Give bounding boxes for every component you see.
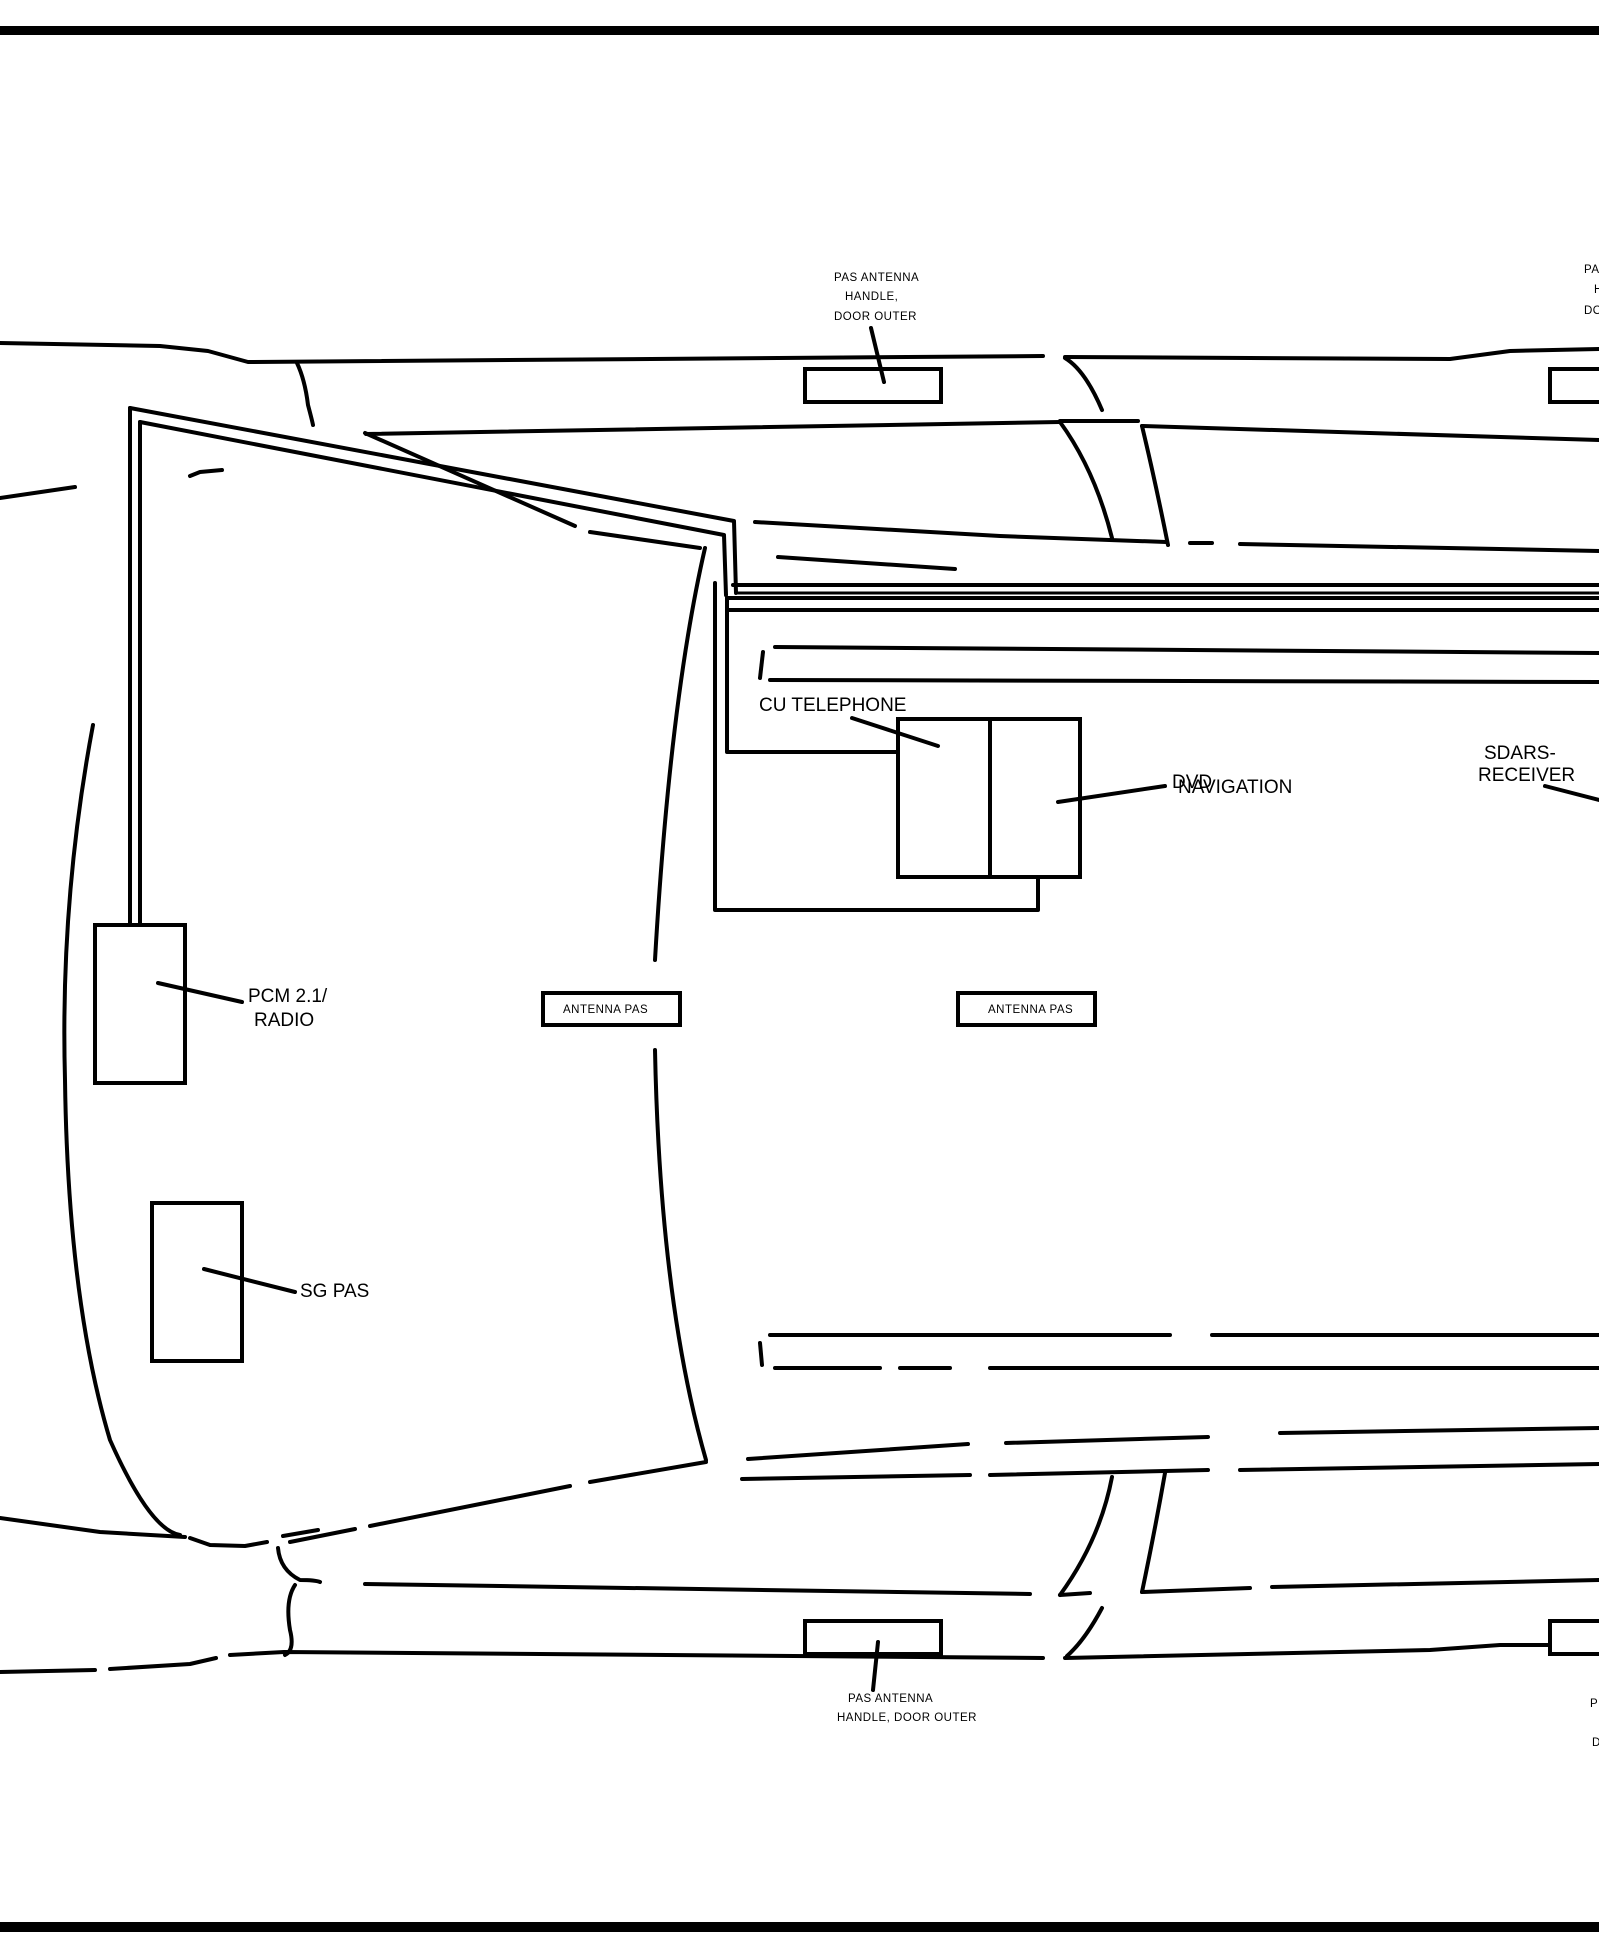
antenna-cable [128,406,1599,927]
pcm-radio-label-line2: RADIO [254,1010,314,1031]
antenna-pas-left-box [541,991,682,1027]
sdars-receiver-label-line2: RECEIVER [1478,765,1575,786]
sdars-receiver-label-line1: SDARS- [1484,743,1556,764]
cu-telephone-box [896,717,992,879]
top-handle-label-line3: DOOR OUTER [834,311,917,323]
bottom-handle-label-line1: PAS ANTENNA [848,1693,933,1705]
cu-telephone-label: CU TELEPHONE [759,695,906,716]
antenna-pas-left-label: ANTENNA PAS [563,1004,648,1016]
antenna-pas-right-box [956,991,1097,1027]
door-handle-antenna-bottom-right-box [1548,1619,1599,1656]
dvd-label: DVD [1172,772,1212,793]
antenna-pas-right-label: ANTENNA PAS [988,1004,1073,1016]
navigation-label: NAVIGATION [1178,777,1292,798]
bottom-right-handle-label-line1: P [1590,1698,1598,1710]
vehicle-outline [0,341,1599,1674]
top-handle-label-line2: HANDLE, [845,291,898,303]
leader-lines [156,326,1599,1692]
dvd-navigation-box [988,717,1082,879]
top-right-handle-label-line3: DOO [1584,305,1599,317]
pcm-radio-box [93,923,187,1085]
top-border-bar [0,26,1599,35]
bottom-handle-label-line2: HANDLE, DOOR OUTER [837,1712,977,1724]
sg-pas-label: SG PAS [300,1281,369,1302]
top-handle-label-line1: PAS ANTENNA [834,272,919,284]
door-handle-antenna-top-box [803,367,943,404]
pcm-radio-label-line1: PCM 2.1/ [248,986,328,1007]
top-right-handle-label-line2: H [1594,284,1599,296]
door-handle-antenna-bottom-box [803,1619,943,1656]
sg-pas-box [150,1201,244,1363]
door-handle-antenna-top-right-box [1548,367,1599,404]
bottom-right-handle-label-line2: D [1592,1737,1599,1749]
top-right-handle-label-line1: PA [1584,264,1599,276]
bottom-border-bar [0,1922,1599,1932]
